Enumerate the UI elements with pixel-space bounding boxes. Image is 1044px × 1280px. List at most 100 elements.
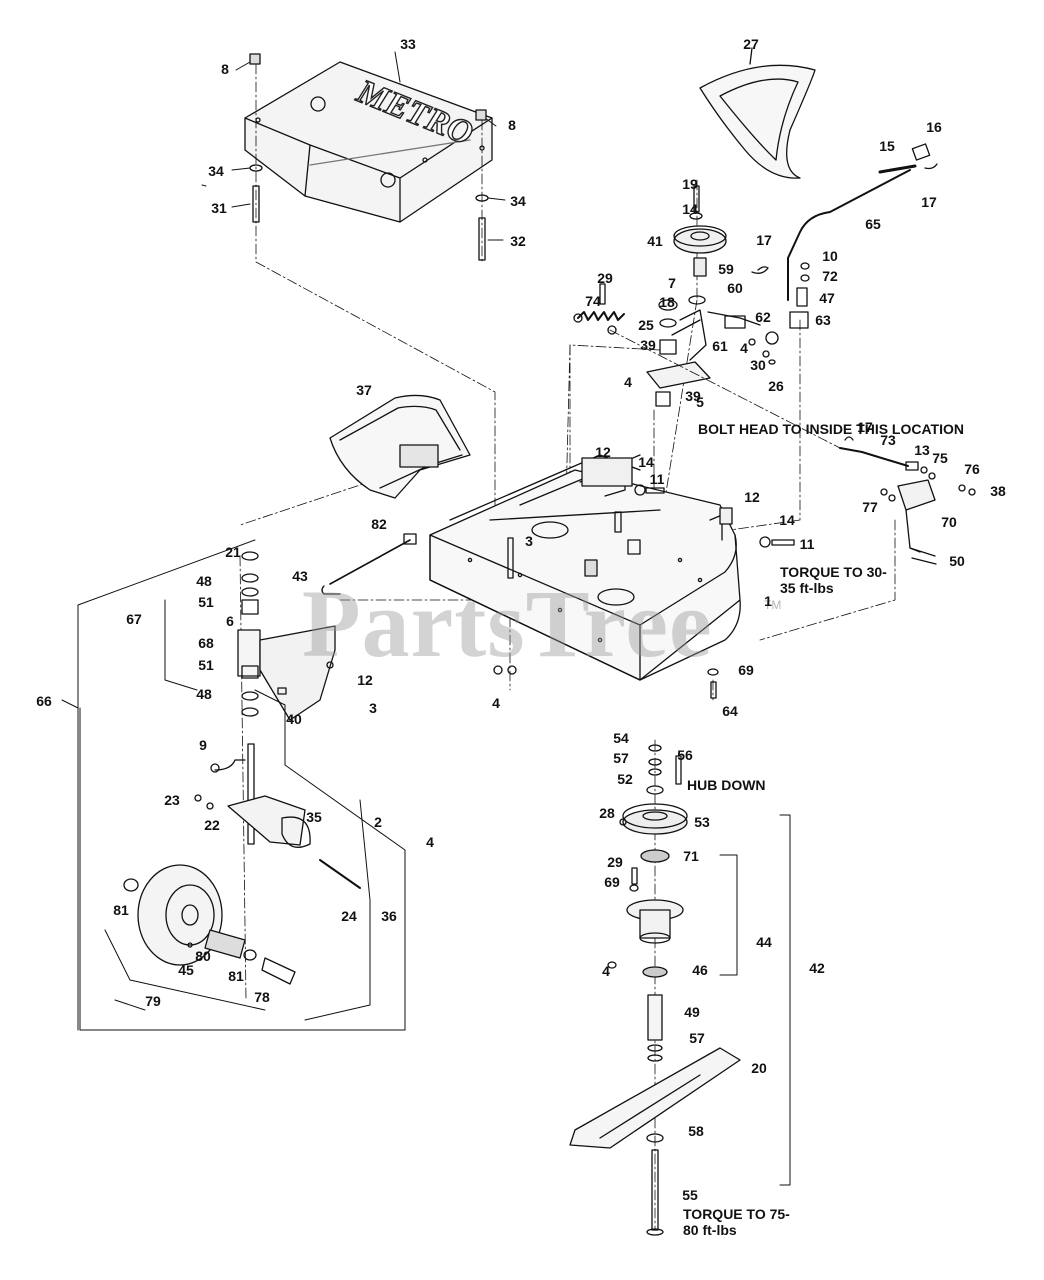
callout-56[interactable]: 56 xyxy=(677,747,693,763)
callout-34b[interactable]: 34 xyxy=(510,193,526,209)
callout-37[interactable]: 37 xyxy=(356,382,372,398)
callout-64[interactable]: 64 xyxy=(722,703,738,719)
callout-74[interactable]: 74 xyxy=(585,293,601,309)
callout-51b[interactable]: 51 xyxy=(198,657,214,673)
callout-1[interactable]: 1 xyxy=(764,593,772,609)
callout-69b[interactable]: 69 xyxy=(604,874,620,890)
callout-17b[interactable]: 17 xyxy=(756,232,772,248)
callout-4[interactable]: 4 xyxy=(624,374,632,390)
callout-69[interactable]: 69 xyxy=(738,662,754,678)
callout-12c[interactable]: 12 xyxy=(357,672,373,688)
callout-32[interactable]: 32 xyxy=(510,233,526,249)
callout-57b[interactable]: 57 xyxy=(689,1030,705,1046)
callout-16[interactable]: 16 xyxy=(926,119,942,135)
callout-8b[interactable]: 8 xyxy=(508,117,516,133)
callout-4e[interactable]: 4 xyxy=(602,963,610,979)
callout-54[interactable]: 54 xyxy=(613,730,629,746)
callout-14c[interactable]: 14 xyxy=(779,512,795,528)
callout-4c[interactable]: 4 xyxy=(740,340,748,356)
callout-75[interactable]: 75 xyxy=(932,450,948,466)
callout-12b[interactable]: 12 xyxy=(744,489,760,505)
callout-62[interactable]: 62 xyxy=(755,309,771,325)
callout-36[interactable]: 36 xyxy=(381,908,397,924)
callout-23[interactable]: 23 xyxy=(164,792,180,808)
callout-60[interactable]: 60 xyxy=(727,280,743,296)
callout-5[interactable]: 5 xyxy=(696,394,704,410)
callout-42[interactable]: 42 xyxy=(809,960,825,976)
callout-31[interactable]: 31 xyxy=(211,200,227,216)
callout-29b[interactable]: 29 xyxy=(607,854,623,870)
callout-39[interactable]: 39 xyxy=(640,337,656,353)
callout-34[interactable]: 34 xyxy=(208,163,224,179)
callout-25[interactable]: 25 xyxy=(638,317,654,333)
callout-8[interactable]: 8 xyxy=(221,61,229,77)
callout-6[interactable]: 6 xyxy=(226,613,234,629)
callout-22[interactable]: 22 xyxy=(204,817,220,833)
callout-30[interactable]: 30 xyxy=(750,357,766,373)
callout-18[interactable]: 18 xyxy=(659,294,675,310)
callout-48b[interactable]: 48 xyxy=(196,686,212,702)
callout-38[interactable]: 38 xyxy=(990,483,1006,499)
callout-65[interactable]: 65 xyxy=(865,216,881,232)
callout-24[interactable]: 24 xyxy=(341,908,357,924)
callout-66[interactable]: 66 xyxy=(36,693,52,709)
callout-77[interactable]: 77 xyxy=(862,499,878,515)
callout-81[interactable]: 81 xyxy=(113,902,129,918)
callout-12[interactable]: 12 xyxy=(595,444,611,460)
callout-58[interactable]: 58 xyxy=(688,1123,704,1139)
callout-59[interactable]: 59 xyxy=(718,261,734,277)
callout-13[interactable]: 13 xyxy=(914,442,930,458)
callout-35[interactable]: 35 xyxy=(306,809,322,825)
callout-72[interactable]: 72 xyxy=(822,268,838,284)
callout-14[interactable]: 14 xyxy=(682,201,698,217)
callout-48[interactable]: 48 xyxy=(196,573,212,589)
callout-4b[interactable]: 4 xyxy=(492,695,500,711)
callout-33[interactable]: 33 xyxy=(400,36,416,52)
callout-71[interactable]: 71 xyxy=(683,848,699,864)
callout-29[interactable]: 29 xyxy=(597,270,613,286)
callout-9[interactable]: 9 xyxy=(199,737,207,753)
callout-3[interactable]: 3 xyxy=(525,533,533,549)
callout-80[interactable]: 80 xyxy=(195,948,211,964)
callout-17c[interactable]: 17 xyxy=(857,419,873,435)
callout-39b[interactable]: 39 xyxy=(685,388,701,404)
callout-14b[interactable]: 14 xyxy=(638,454,654,470)
callout-21[interactable]: 21 xyxy=(225,544,241,560)
callout-45[interactable]: 45 xyxy=(178,962,194,978)
callout-57[interactable]: 57 xyxy=(613,750,629,766)
callout-61[interactable]: 61 xyxy=(712,338,728,354)
callout-53[interactable]: 53 xyxy=(694,814,710,830)
callout-10[interactable]: 10 xyxy=(822,248,838,264)
callout-82[interactable]: 82 xyxy=(371,516,387,532)
callout-79[interactable]: 79 xyxy=(145,993,161,1009)
callout-11[interactable]: 11 xyxy=(649,471,665,487)
callout-15[interactable]: 15 xyxy=(879,138,895,154)
callout-81b[interactable]: 81 xyxy=(228,968,244,984)
callout-40[interactable]: 40 xyxy=(286,711,302,727)
callout-41[interactable]: 41 xyxy=(647,233,663,249)
callout-46[interactable]: 46 xyxy=(692,962,708,978)
callout-78[interactable]: 78 xyxy=(254,989,270,1005)
callout-52[interactable]: 52 xyxy=(617,771,633,787)
callout-3b[interactable]: 3 xyxy=(369,700,377,716)
callout-76[interactable]: 76 xyxy=(964,461,980,477)
callout-4d[interactable]: 4 xyxy=(426,834,434,850)
callout-28[interactable]: 28 xyxy=(599,805,615,821)
callout-49[interactable]: 49 xyxy=(684,1004,700,1020)
callout-2[interactable]: 2 xyxy=(374,814,382,830)
callout-20[interactable]: 20 xyxy=(751,1060,767,1076)
callout-27[interactable]: 27 xyxy=(743,36,759,52)
callout-43[interactable]: 43 xyxy=(292,568,308,584)
callout-44[interactable]: 44 xyxy=(756,934,772,950)
callout-17[interactable]: 17 xyxy=(921,194,937,210)
callout-11b[interactable]: 11 xyxy=(799,536,815,552)
callout-26[interactable]: 26 xyxy=(768,378,784,394)
callout-67[interactable]: 67 xyxy=(126,611,142,627)
callout-70[interactable]: 70 xyxy=(941,514,957,530)
callout-47[interactable]: 47 xyxy=(819,290,835,306)
callout-7[interactable]: 7 xyxy=(668,275,676,291)
callout-51[interactable]: 51 xyxy=(198,594,214,610)
callout-19[interactable]: 19 xyxy=(682,176,698,192)
callout-63[interactable]: 63 xyxy=(815,312,831,328)
callout-68[interactable]: 68 xyxy=(198,635,214,651)
